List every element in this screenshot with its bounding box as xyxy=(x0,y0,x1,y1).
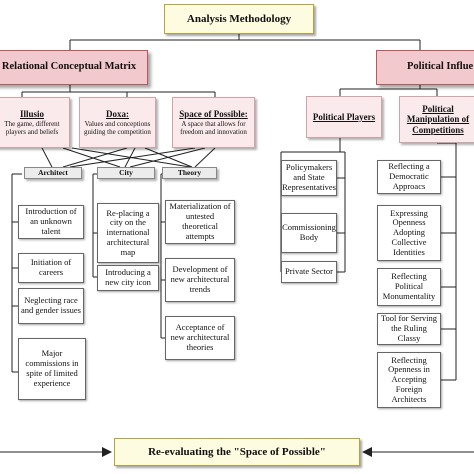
architect-item-1: Introduction of an unknown talent xyxy=(18,205,84,239)
theory-item-3: Acceptance of new architectural theories xyxy=(165,316,235,360)
political-influence-box: Political Influe xyxy=(376,50,474,85)
category-space-of-possible: Space of Possible: A space that allows f… xyxy=(172,97,255,148)
political-players-box: Political Players xyxy=(306,96,382,138)
architect-item-3: Neglecting race and gender issues xyxy=(18,288,84,324)
column-header-architect-label: Architect xyxy=(38,167,68,177)
architect-item-2-text: Initiation of careers xyxy=(30,257,72,277)
player-item-1-text: Policymakers and State Representatives xyxy=(282,162,336,192)
player-item-3-text: Private Sector xyxy=(285,266,333,277)
theory-item-1-text: Materialization of untested theoretical … xyxy=(169,201,231,241)
column-header-city: City xyxy=(97,167,155,179)
player-item-3: Private Sector xyxy=(281,261,337,283)
manipulation-item-3: Reflecting Political Monumentality xyxy=(377,268,441,306)
column-header-city-label: City xyxy=(119,167,133,177)
architect-item-2: Initiation of careers xyxy=(18,253,84,283)
theory-item-3-text: Acceptance of new architectural theories xyxy=(170,322,230,352)
category-space-desc: A space that allows for freedom and inno… xyxy=(180,119,247,136)
relational-matrix-label: Relational Conceptual Matrix xyxy=(1,61,137,73)
re-evaluating-box: Re-evaluating the "Space of Possible" xyxy=(114,438,360,466)
city-item-2: Introducing a new city icon xyxy=(97,265,159,291)
manipulation-item-2-text: Expressing Openness Adopting Collective … xyxy=(390,207,428,257)
manipulation-item-5-text: Reflecting Openness in Accepting Foreign… xyxy=(388,354,430,404)
category-illusio-desc: The game, different players and beliefs xyxy=(4,119,60,136)
manipulation-item-1: Reflecting a Democratic Approacs xyxy=(377,160,441,194)
manipulation-item-4-text: Tool for Serving the Ruling Classy xyxy=(380,313,438,343)
player-item-1: Policymakers and State Representatives xyxy=(281,160,337,196)
analysis-methodology-label: Analysis Methodology xyxy=(186,12,292,25)
manipulation-item-5: Reflecting Openness in Accepting Foreign… xyxy=(377,352,441,408)
architect-item-4-text: Major commissions in spite of limited ex… xyxy=(25,348,79,388)
architect-item-3-text: Neglecting race and gender issues xyxy=(21,295,81,315)
category-doxa-desc: Values and conceptions guiding the compe… xyxy=(84,119,151,136)
manipulation-item-2: Expressing Openness Adopting Collective … xyxy=(377,205,441,261)
city-item-2-text: Introducing a new city icon xyxy=(105,267,151,287)
analysis-methodology-box: Analysis Methodology xyxy=(164,4,314,34)
city-item-1: Re-placing a city on the international a… xyxy=(97,203,159,263)
manipulation-item-4: Tool for Serving the Ruling Classy xyxy=(377,313,441,345)
category-doxa-title: Doxa: xyxy=(106,109,129,120)
architect-item-4: Major commissions in spite of limited ex… xyxy=(18,338,86,400)
theory-item-1: Materialization of untested theoretical … xyxy=(165,200,235,244)
category-doxa: Doxa: Values and conceptions guiding the… xyxy=(79,97,156,148)
manipulation-item-3-text: Reflecting Political Monumentality xyxy=(382,271,436,301)
category-space-title: Space of Possible: xyxy=(179,109,248,120)
political-manipulation-box: Political Manipulation of Competitions xyxy=(399,96,474,143)
political-influence-label: Political Influe xyxy=(407,61,474,73)
city-item-1-text: Re-placing a city on the international a… xyxy=(106,207,150,257)
architect-item-1-text: Introduction of an unknown talent xyxy=(25,206,77,236)
theory-item-2: Development of new architectural trends xyxy=(165,258,235,302)
column-header-architect: Architect xyxy=(24,167,82,179)
column-header-theory: Theory xyxy=(162,167,217,179)
theory-item-2-text: Development of new architectural trends xyxy=(170,264,230,294)
category-illusio: Illusio The game, different players and … xyxy=(0,97,70,148)
player-item-2: Commissioning Body xyxy=(281,213,337,253)
relational-matrix-box: Relational Conceptual Matrix xyxy=(0,50,148,85)
column-header-theory-label: Theory xyxy=(177,167,202,177)
category-illusio-title: Illusio xyxy=(19,109,44,120)
political-players-title: Political Players xyxy=(312,111,376,122)
political-manipulation-title: Political Manipulation of Competitions xyxy=(406,103,470,135)
player-item-2-text: Commissioning Body xyxy=(282,222,336,242)
re-evaluating-label: Re-evaluating the "Space of Possible" xyxy=(148,445,326,458)
manipulation-item-1-text: Reflecting a Democratic Approacs xyxy=(388,161,430,191)
